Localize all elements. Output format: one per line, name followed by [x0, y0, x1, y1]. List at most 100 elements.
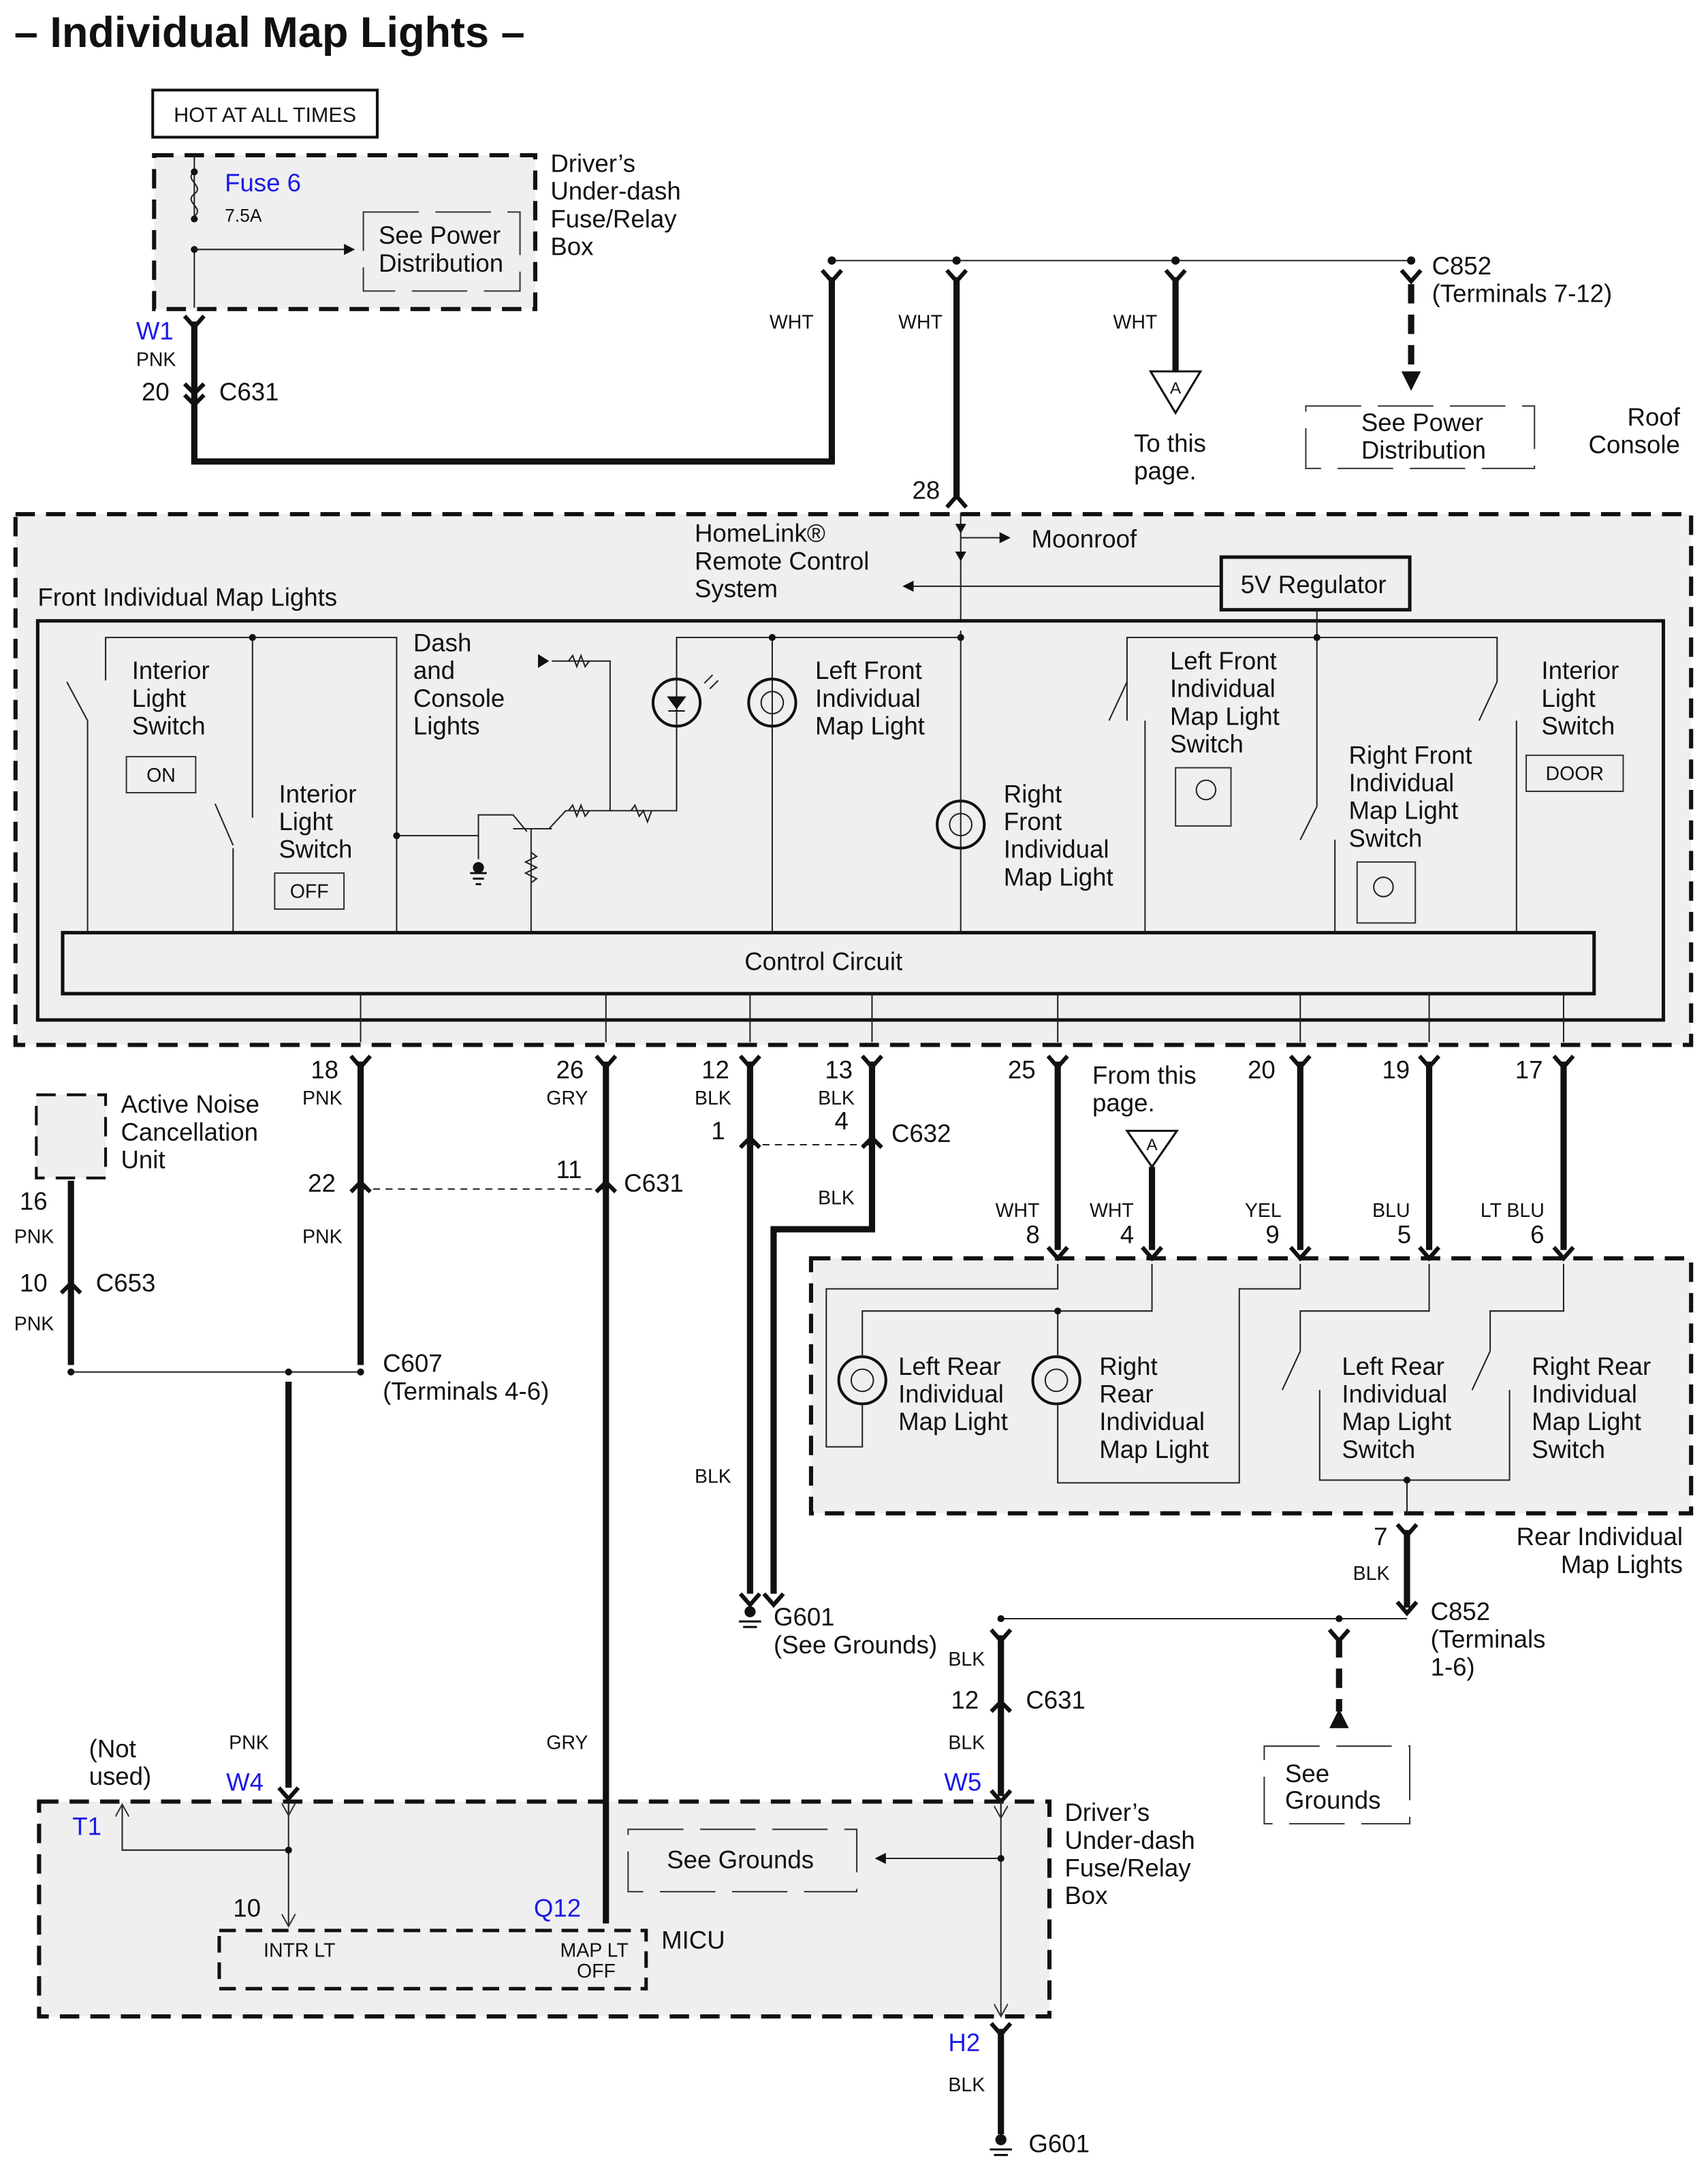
pin-number: 13 — [825, 1056, 853, 1083]
see-power-distribution-label[interactable]: See Power — [1361, 409, 1483, 437]
wire-color: GRY — [546, 1088, 588, 1109]
pin-number: 4 — [835, 1107, 849, 1135]
see-power-distribution-label[interactable]: See Power — [379, 221, 501, 249]
5v-regulator-box — [1219, 555, 1412, 612]
pin-number: 16 — [20, 1188, 48, 1216]
wire-color: PNK — [14, 1314, 54, 1335]
pin-number: 1 — [711, 1117, 725, 1145]
drivers-box-label: Driver’s — [550, 149, 635, 177]
drivers-box-label: Fuse/Relay — [550, 205, 677, 233]
pin-number: 22 — [308, 1169, 336, 1197]
wire-color: BLK — [948, 1732, 985, 1754]
left-front-map-light-label: Individual — [815, 684, 921, 712]
see-power-distribution-box[interactable] — [362, 211, 521, 292]
see-power-distribution-label[interactable]: Distribution — [1361, 437, 1486, 464]
offpage-ref-a[interactable] — [1148, 370, 1203, 415]
map-light-switch-icon — [1356, 861, 1417, 924]
rear-map-lights-box — [808, 1256, 1694, 1516]
see-grounds-box[interactable] — [1263, 1745, 1411, 1825]
interior-light-switch-off-label: Switch — [279, 836, 352, 863]
offpage-ref-label: A — [1146, 1136, 1158, 1154]
left-front-map-light-label: Left Front — [815, 656, 922, 684]
wire-color: WHT — [770, 311, 814, 333]
left-rear-switch-label: Map Light — [1342, 1408, 1451, 1436]
homelink-label: HomeLink® — [695, 520, 825, 548]
from-this-page-label: From this — [1092, 1061, 1197, 1089]
left-rear-switch-label: Switch — [1342, 1436, 1415, 1463]
see-grounds-box[interactable] — [627, 1828, 858, 1892]
wire-color: PNK — [14, 1226, 54, 1248]
see-grounds-label[interactable]: See Grounds — [667, 1845, 814, 1873]
left-rear-map-light-label: Left Rear — [898, 1352, 1001, 1380]
wire-color: BLK — [695, 1466, 731, 1488]
from-this-page-label: page. — [1092, 1089, 1155, 1117]
pin-number: 19 — [1382, 1056, 1410, 1083]
drivers-box-label: Box — [1064, 1882, 1107, 1909]
wire-color: YEL — [1245, 1200, 1282, 1222]
right-rear-switch-label: Right Rear — [1532, 1352, 1651, 1380]
control-circuit-label: Control Circuit — [744, 948, 902, 976]
ground-g601-icon — [995, 2134, 1007, 2146]
pin-number: 5 — [1397, 1220, 1411, 1248]
dash-console-lights-label: Dash — [413, 629, 472, 656]
left-rear-map-light-bulb-icon — [837, 1355, 887, 1406]
see-grounds-label[interactable]: Grounds — [1285, 1786, 1380, 1814]
switch-position-on: ON — [146, 765, 176, 787]
hot-at-all-times-label: HOT AT ALL TIMES — [174, 104, 356, 127]
anc-unit-label: Unit — [121, 1146, 165, 1174]
left-front-switch-label: Map Light — [1170, 702, 1280, 730]
intr-lt-label: INTR LT — [264, 1940, 336, 1962]
wire-color: PNK — [302, 1088, 343, 1109]
pin-number: 8 — [1026, 1220, 1039, 1248]
pin-number: 4 — [1120, 1220, 1134, 1248]
front-module-title: Front Individual Map Lights — [37, 583, 337, 611]
see-grounds-label[interactable]: See — [1285, 1760, 1329, 1788]
offpage-ref-label: A — [1170, 379, 1182, 398]
wire-color: BLK — [1353, 1563, 1390, 1585]
not-used-label: (Not — [89, 1734, 136, 1762]
see-power-distribution-label[interactable]: Distribution — [379, 249, 503, 277]
right-front-switch-label: Right Front — [1349, 741, 1472, 769]
pin-number: 11 — [556, 1156, 582, 1184]
map-light-switch-icon — [1175, 767, 1232, 827]
right-rear-map-light-bulb-icon — [1031, 1355, 1081, 1406]
connector-c852: (Terminals — [1431, 1625, 1546, 1653]
ground-g601-label: G601 — [774, 1603, 835, 1631]
right-rear-switch-label: Map Light — [1532, 1408, 1641, 1436]
offpage-ref-a[interactable] — [1124, 1130, 1180, 1169]
wire-color: PNK — [302, 1226, 343, 1248]
pin-number: 25 — [1008, 1056, 1036, 1083]
see-power-distribution-box[interactable] — [1305, 405, 1536, 469]
right-front-map-light-label: Right — [1004, 780, 1062, 808]
interior-light-switch-on-label: Light — [132, 684, 186, 712]
connector-c852: C852 — [1431, 1598, 1491, 1625]
right-rear-map-light-label: Map Light — [1099, 1436, 1209, 1463]
terminal-q12: Q12 — [534, 1894, 581, 1922]
interior-light-switch-on-label: Interior — [132, 656, 210, 684]
map-lt-off-label: OFF — [577, 1961, 616, 1982]
left-rear-switch-label: Individual — [1342, 1380, 1447, 1408]
wire-color: BLK — [695, 1088, 731, 1109]
connector-c631: C631 — [1026, 1686, 1086, 1714]
wire-color: BLK — [818, 1088, 855, 1109]
wire-color: BLK — [948, 2074, 985, 2096]
right-front-switch-label: Switch — [1349, 824, 1423, 852]
ground-g601-label: G601 — [1028, 2129, 1090, 2157]
not-used-label: used) — [89, 1762, 152, 1790]
wire-pnk — [191, 277, 836, 465]
ground-g601-label: (See Grounds) — [774, 1631, 937, 1659]
micu-box — [217, 1929, 648, 1990]
wire-color: PNK — [136, 349, 176, 370]
terminal-t1: T1 — [72, 1812, 101, 1840]
terminal-w5: W5 — [944, 1768, 981, 1796]
right-rear-map-light-label: Individual — [1099, 1408, 1205, 1436]
wire-color: LT BLU — [1481, 1200, 1545, 1222]
roof-console-label: Console — [1589, 430, 1680, 458]
drivers-box-label: Box — [550, 232, 593, 260]
left-front-map-light-label: Map Light — [815, 712, 925, 740]
right-front-switch-label: Map Light — [1349, 797, 1459, 825]
anc-unit-label: Cancellation — [121, 1118, 258, 1146]
wire-color: PNK — [229, 1732, 269, 1754]
pin-number: 6 — [1530, 1220, 1544, 1248]
